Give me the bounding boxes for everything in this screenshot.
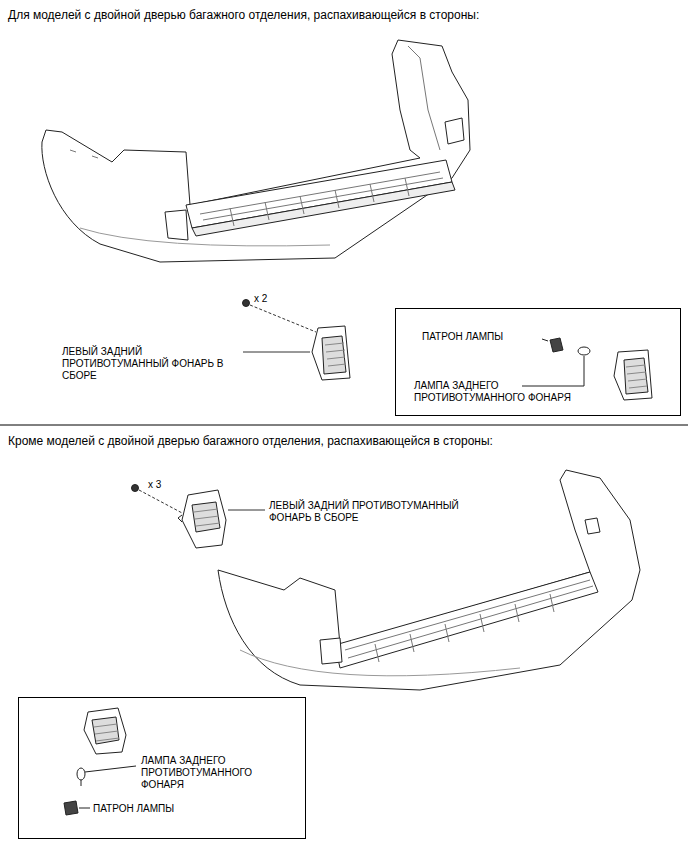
lower-fog-lamp [132, 485, 266, 549]
part-label: ЛЕВЫЙ ЗАДНИЙ ПРОТИВОТУМАННЫЙ ФОНАРЬ В СБ… [269, 500, 469, 524]
part-label: ПАТРОН ЛАМПЫ [422, 331, 503, 343]
upper-bumper [42, 40, 470, 262]
separator [0, 425, 688, 426]
upper-fog-lamp [243, 300, 351, 381]
lower-bumper [218, 470, 640, 690]
section-heading: Для моделей с двойной дверью багажного о… [8, 8, 479, 22]
part-label: ЛАМПА ЗАДНЕГО ПРОТИВОТУМАННОГО ФОНАРЯ [414, 380, 584, 404]
inset-box: ЛАМПА ЗАДНЕГО ПРОТИВОТУМАННОГО ФОНАРЯ ПАТ… [18, 697, 306, 839]
part-label: ЛАМПА ЗАДНЕГО ПРОТИВОТУМАННОГО ФОНАРЯ [141, 755, 263, 791]
part-label: ПАТРОН ЛАМПЫ [93, 803, 174, 815]
quantity-label: x 2 [254, 293, 267, 305]
quantity-label: x 3 [148, 479, 161, 491]
section-heading: Кроме моделей с двойной дверью багажного… [8, 434, 493, 448]
lower-inset-parts [64, 708, 136, 815]
part-label: ЛЕВЫЙ ЗАДНИЙ ПРОТИВОТУМАННЫЙ ФОНАРЬ В СБ… [62, 346, 247, 382]
inset-box: ПАТРОН ЛАМПЫ ЛАМПА ЗАДНЕГО ПРОТИВОТУМАННО… [395, 308, 681, 416]
upper-inset-parts [522, 338, 652, 400]
